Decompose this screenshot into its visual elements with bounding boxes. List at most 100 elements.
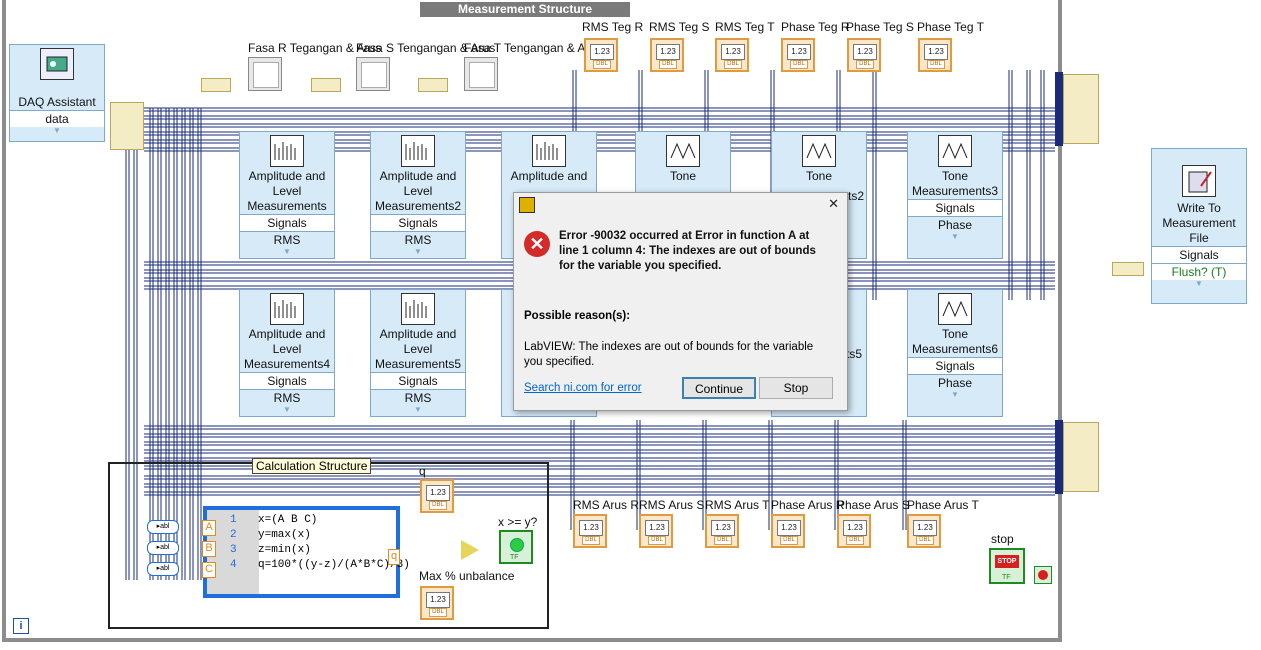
formula-input-b[interactable]: B bbox=[202, 541, 216, 557]
reason-detail: LabVIEW: The indexes are out of bounds f… bbox=[524, 341, 814, 368]
indicator-label: Phase Arus S bbox=[837, 498, 910, 512]
tone-measurement-3[interactable]: Tone Measurements3 Signals Phase ▼ bbox=[907, 131, 1003, 259]
graph-label-r: Fasa R Tegangan & Arus bbox=[248, 41, 382, 55]
graph-fasa-r[interactable] bbox=[248, 57, 282, 91]
stop-label: stop bbox=[991, 532, 1014, 546]
labview-icon bbox=[519, 197, 535, 213]
expand-chevron-icon[interactable]: ▼ bbox=[283, 247, 291, 256]
local-variable-a[interactable]: ▸abl bbox=[147, 520, 179, 534]
expand-chevron-icon[interactable]: ▼ bbox=[53, 126, 61, 135]
expand-chevron-icon[interactable]: ▼ bbox=[951, 232, 959, 241]
amplitude-icon bbox=[270, 135, 304, 167]
daq-assistant[interactable]: DAQ Assistant data ▼ bbox=[9, 44, 105, 142]
local-variable-c[interactable]: ▸abl bbox=[147, 562, 179, 576]
graph-fasa-s[interactable] bbox=[356, 57, 390, 91]
indicator-label: RMS Teg R bbox=[582, 20, 644, 34]
amplitude-icon bbox=[270, 293, 304, 325]
merge-node-2[interactable] bbox=[311, 78, 341, 92]
amplitude-measurement-5[interactable]: Amplitude and Level Measurements5 Signal… bbox=[370, 289, 466, 417]
graph-label-t: Fasa T Tengangan & Arus bbox=[464, 41, 603, 55]
daq-data-terminal[interactable]: data bbox=[10, 110, 104, 127]
error-dialog: ✕ ✕ Error -90032 occurred at Error in fu… bbox=[513, 192, 848, 411]
tone-icon bbox=[938, 293, 972, 325]
indicator-label: Phase Teg S bbox=[846, 20, 914, 34]
indicator-label: Phase Arus R bbox=[771, 498, 845, 512]
error-icon: ✕ bbox=[524, 231, 550, 257]
expand-chevron-icon[interactable]: ▼ bbox=[951, 390, 959, 399]
write-measurement-file[interactable]: Write To Measurement File Signals Flush?… bbox=[1151, 148, 1247, 304]
indicator-label: RMS Arus S bbox=[639, 498, 705, 512]
expand-chevron-icon[interactable]: ▼ bbox=[1195, 279, 1203, 288]
expand-chevron-icon[interactable]: ▼ bbox=[414, 247, 422, 256]
local-variable-b[interactable]: ▸abl bbox=[147, 541, 179, 555]
error-message: Error -90032 occurred at Error in functi… bbox=[559, 230, 816, 272]
merge-signals-node-final[interactable] bbox=[1112, 262, 1144, 276]
indicator-label: RMS Teg S bbox=[649, 20, 710, 34]
info-icon[interactable]: i bbox=[13, 618, 29, 634]
amplitude-measurement-2[interactable]: Amplitude and Level Measurements2 Signal… bbox=[370, 131, 466, 259]
amplitude-icon bbox=[532, 135, 566, 167]
graph-label-s: Fasa S Tengangan & Arus bbox=[356, 41, 496, 55]
merge-node-1[interactable] bbox=[201, 78, 231, 92]
split-signals-node[interactable] bbox=[110, 102, 144, 150]
q-label: q bbox=[419, 464, 426, 478]
measurement-structure-title: Measurement Structure bbox=[420, 2, 630, 17]
expand-chevron-icon[interactable]: ▼ bbox=[283, 405, 291, 414]
led-icon bbox=[510, 538, 524, 552]
tone-icon bbox=[802, 135, 836, 167]
indicator-label: Phase Teg R bbox=[781, 20, 850, 34]
daq-title: DAQ Assistant bbox=[18, 95, 96, 109]
tone-icon bbox=[938, 135, 972, 167]
indicator-label: RMS Arus T bbox=[705, 498, 770, 512]
led-indicator[interactable]: TF bbox=[499, 530, 533, 564]
write-file-icon bbox=[1182, 165, 1216, 197]
indicator-label: RMS Teg T bbox=[715, 20, 775, 34]
formula-input-c[interactable]: C bbox=[202, 562, 216, 578]
reason-title: Possible reason(s): bbox=[524, 310, 631, 322]
merge-signals-node-bottom[interactable] bbox=[1063, 422, 1099, 492]
graph-fasa-t[interactable] bbox=[464, 57, 498, 91]
merge-signals-bar-bottom bbox=[1055, 420, 1063, 494]
amplitude-icon bbox=[401, 293, 435, 325]
measurement-structure bbox=[2, 0, 1062, 642]
greater-equal-node[interactable] bbox=[461, 540, 479, 560]
tone-icon bbox=[666, 135, 700, 167]
tone-measurement-6[interactable]: Tone Measurements6 Signals Phase ▼ bbox=[907, 289, 1003, 417]
compare-label: x >= y? bbox=[498, 515, 538, 529]
expand-chevron-icon[interactable]: ▼ bbox=[414, 405, 422, 414]
indicator-label: RMS Arus R bbox=[573, 498, 640, 512]
merge-signals-bar-top bbox=[1055, 72, 1063, 146]
continue-button[interactable]: Continue bbox=[682, 377, 756, 399]
stop-button[interactable]: STOP TF bbox=[989, 548, 1025, 584]
merge-signals-node-top[interactable] bbox=[1063, 74, 1099, 144]
amplitude-measurement-1[interactable]: Amplitude and Level Measurements Signals… bbox=[239, 131, 335, 259]
search-error-link[interactable]: Search ni.com for error bbox=[524, 382, 642, 394]
calculation-structure-title: Calculation Structure bbox=[252, 458, 372, 474]
amplitude-measurement-4[interactable]: Amplitude and Level Measurements4 Signal… bbox=[239, 289, 335, 417]
amplitude-icon bbox=[401, 135, 435, 167]
stop-dialog-button[interactable]: Stop bbox=[759, 377, 833, 399]
daq-icon bbox=[40, 48, 74, 80]
close-icon[interactable]: ✕ bbox=[828, 196, 839, 211]
loop-condition-icon[interactable] bbox=[1034, 566, 1052, 584]
merge-node-3[interactable] bbox=[418, 78, 448, 92]
formula-output-q[interactable]: q bbox=[388, 549, 400, 565]
formula-input-a[interactable]: A bbox=[202, 520, 216, 536]
